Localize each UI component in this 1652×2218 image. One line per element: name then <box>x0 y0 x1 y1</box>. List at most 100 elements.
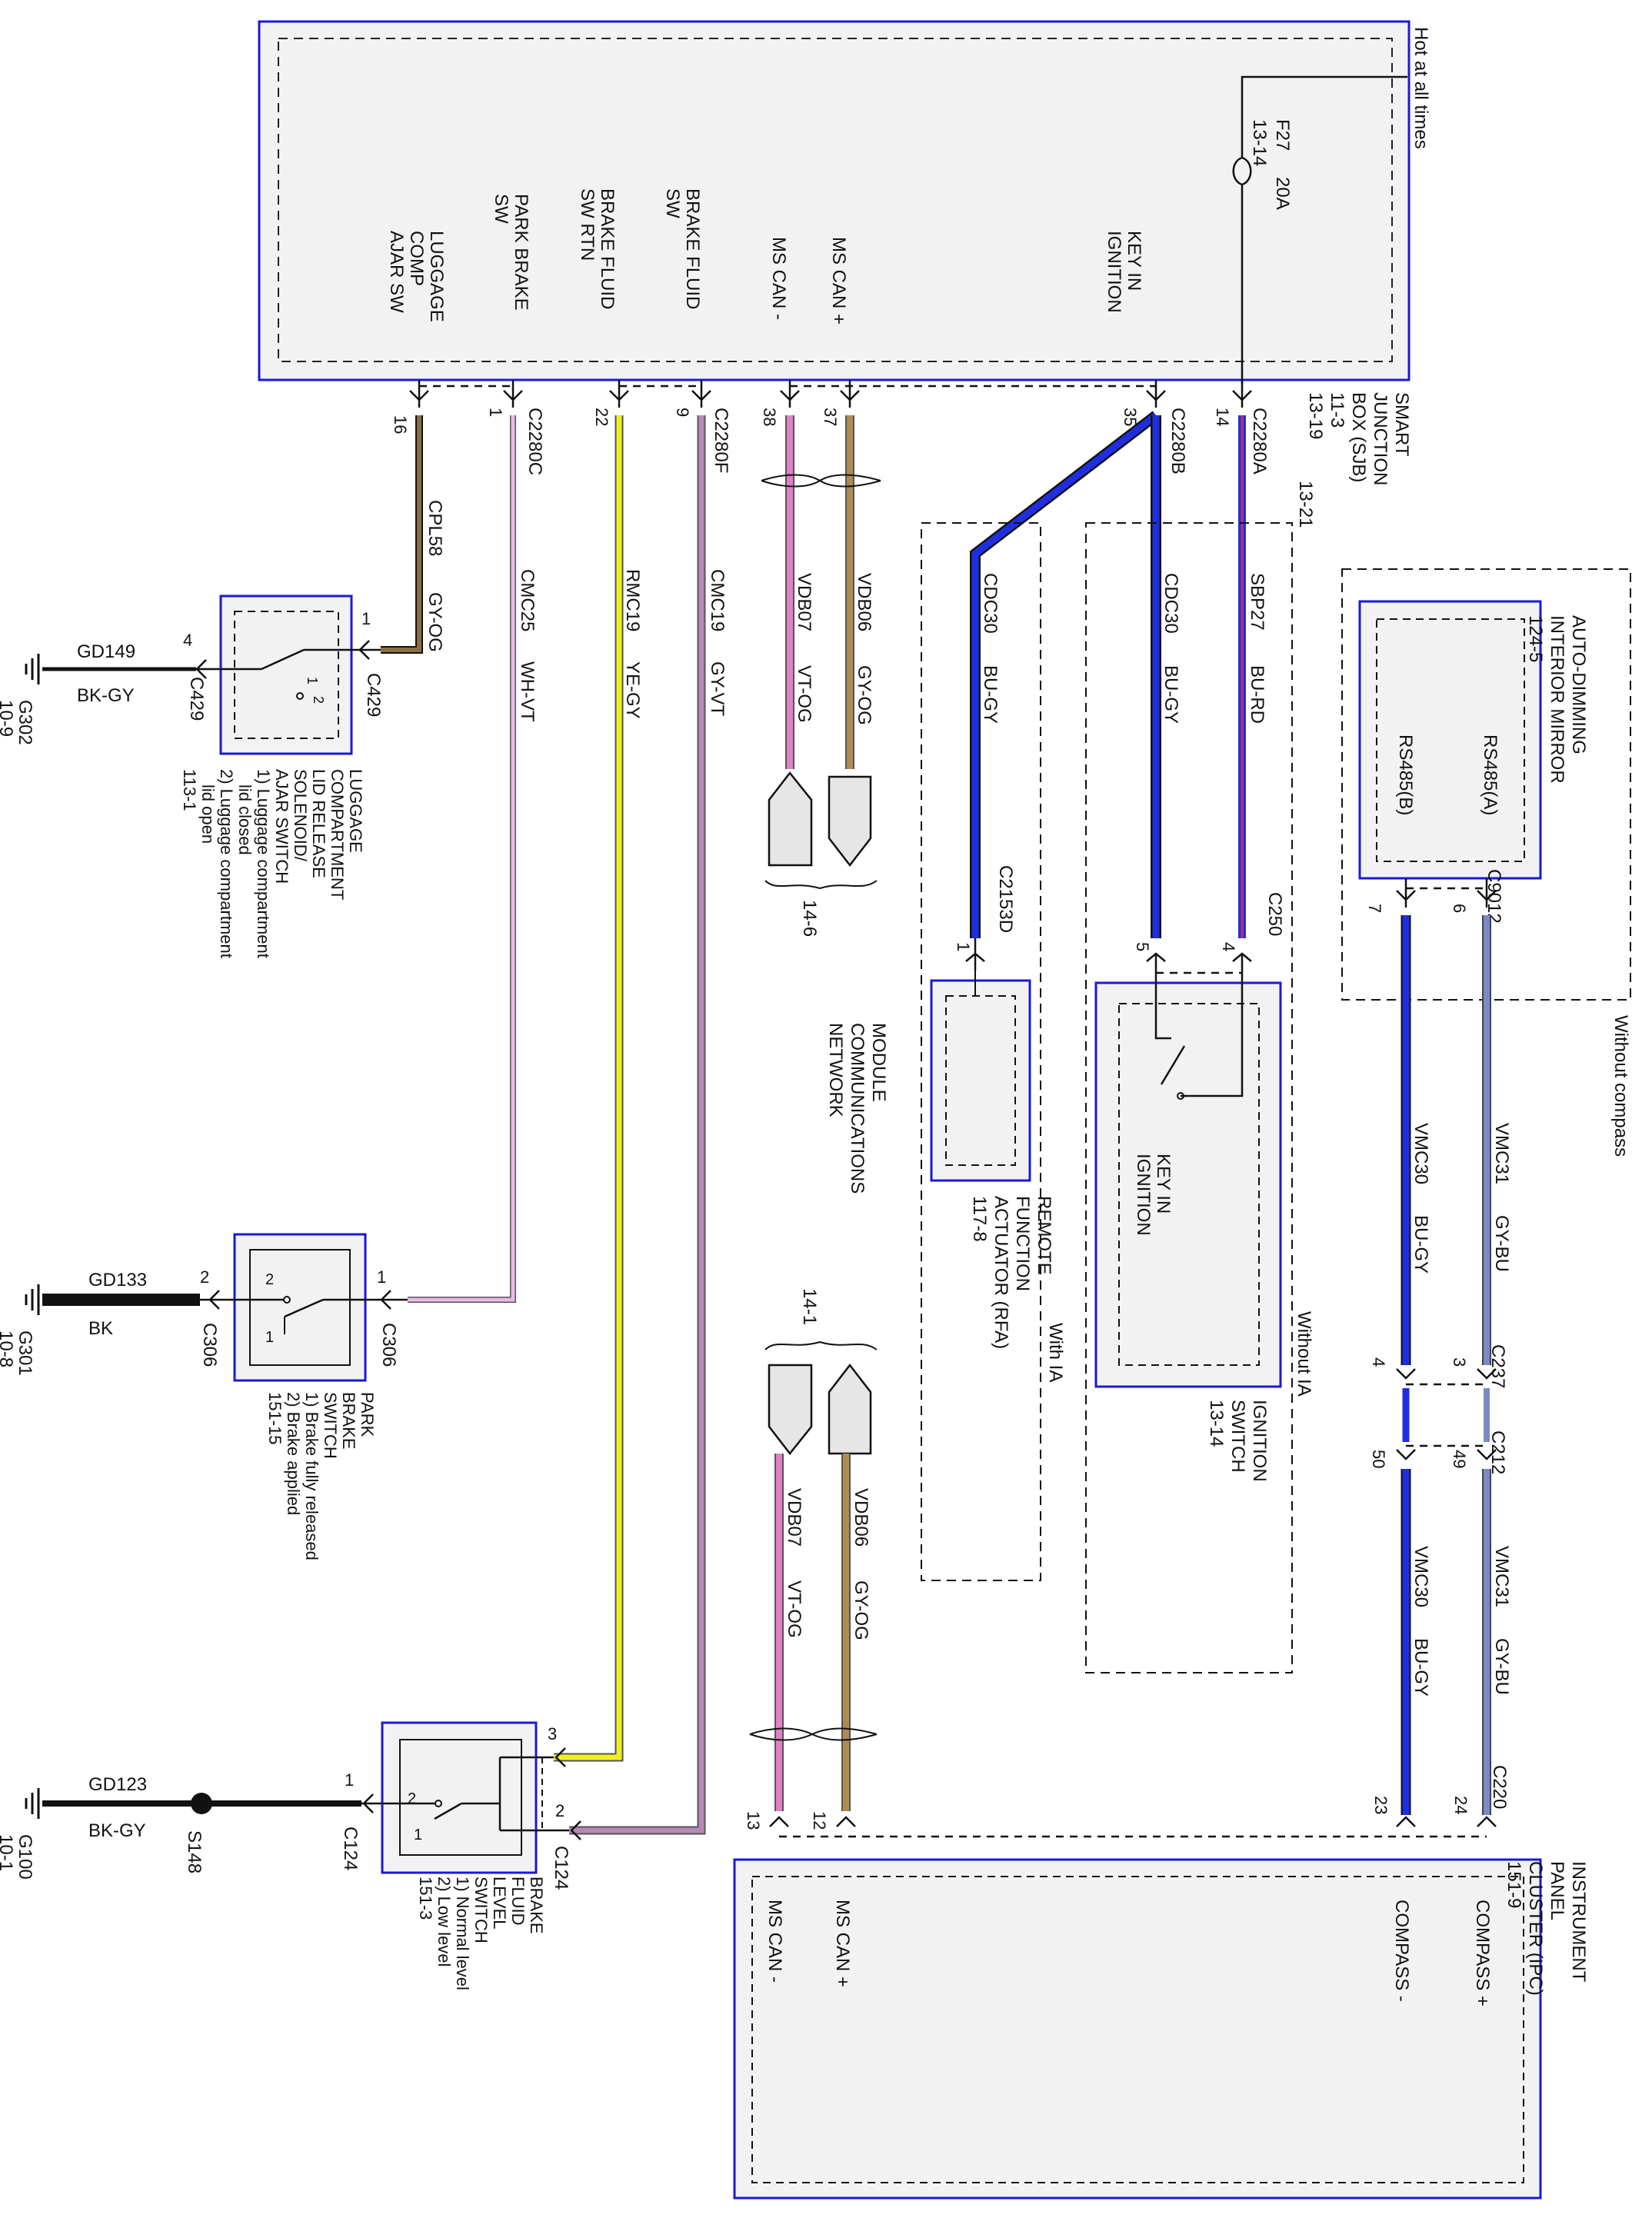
ground-g301-icon <box>25 1284 40 1315</box>
wire-cdc30-key-id: CDC30 <box>1161 573 1181 634</box>
wire-rmc19-id: RMC19 <box>622 569 643 631</box>
connector-c2280b: C2280B <box>1167 408 1188 475</box>
rfa-connector <box>965 938 985 971</box>
park-name-2: BRAKE <box>339 1392 358 1450</box>
connector-c2280f: C2280F <box>711 408 731 473</box>
connector-c2280c: C2280C <box>525 408 545 475</box>
twisted-pair-bottom <box>749 1727 878 1741</box>
brake-fluid-name-5: 1) Normal level <box>453 1877 472 1990</box>
mcn-label-3: NETWORK <box>825 1023 846 1117</box>
wire-vmc30-bottom-id: VMC30 <box>1411 1546 1431 1607</box>
brake-fluid-name-2: FLUID <box>508 1877 528 1926</box>
wire-vdb07-bottom-color: VT-OG <box>784 1580 804 1638</box>
sjb-pin-brake-rtn-2: SW RTN <box>577 188 598 261</box>
sjb-pin-ms-can-plus: MS CAN + <box>828 237 849 325</box>
luggage-connector-label-2: C429 <box>186 677 207 721</box>
wire-cmc19-id: CMC19 <box>707 569 728 631</box>
brake-fluid-name-4: SWITCH <box>471 1877 491 1943</box>
wire-cmc19-color: GY-VT <box>707 661 728 716</box>
offpage-ref-bottom: 14-1 <box>799 1288 820 1325</box>
wire-cmc25-id: CMC25 <box>517 569 538 631</box>
sjb-pin-park-2: SW <box>491 194 511 224</box>
inline-connector-c237-c212 <box>1396 1368 1497 1460</box>
luggage-name-5: AJAR SWITCH <box>272 769 291 884</box>
twisted-pair-top <box>761 474 881 488</box>
wire-cmc19 <box>569 415 706 1835</box>
luggage-pin-1: 1 <box>361 609 371 628</box>
sjb-pin-brake-sw-2: SW <box>662 188 683 218</box>
park-switch-box <box>200 1233 408 1382</box>
ground-g301-ref: 10-8 <box>0 1330 16 1367</box>
rfa-name-1: REMOTE <box>1034 1196 1054 1275</box>
mcn-label-1: MODULE <box>868 1023 889 1102</box>
fuse-id: F27 <box>1272 119 1293 151</box>
brake-fluid-ground-color: BK-GY <box>88 1820 146 1841</box>
offpage-brace-bottom <box>764 1340 878 1350</box>
without-ia-label: Without IA <box>1294 1311 1314 1397</box>
park-name-4: 1) Brake fully released <box>302 1392 321 1560</box>
luggage-switch-box <box>196 594 381 755</box>
luggage-pin-4: 4 <box>183 631 192 650</box>
wire-c237-c212-link <box>1402 1388 1490 1442</box>
ignition-connector <box>1146 952 1252 974</box>
wire-vmc31-top-color: GY-BU <box>1491 1215 1512 1272</box>
sjb-connector-arrows <box>409 380 1252 408</box>
rfa-name-4: 117-8 <box>969 1196 990 1242</box>
ignition-connector-label: C250 <box>1264 892 1285 936</box>
rfa-pin-num: 1 <box>954 942 973 951</box>
luggage-name-10: 113-1 <box>180 769 199 811</box>
luggage-name-2: COMPARTMENT <box>328 769 347 900</box>
luggage-name-7: lid closed <box>235 784 255 855</box>
park-pin-2: 2 <box>200 1267 209 1287</box>
with-ia-label: With IA <box>1045 1323 1066 1382</box>
ground-g100-ref: 10-1 <box>0 1834 16 1871</box>
sjb-pin-num-38: 38 <box>760 408 779 426</box>
sjb-pin-num-37: 37 <box>821 408 840 426</box>
rfa-name-2: FUNCTION <box>1012 1196 1033 1291</box>
mirror-name-2: INTERIOR MIRROR <box>1547 615 1567 784</box>
mirror-pin-6: 6 <box>1450 904 1469 913</box>
ipc-ms-can-plus: MS CAN + <box>832 1900 853 1987</box>
ipc-pin-24: 24 <box>1451 1796 1470 1814</box>
sjb-pin-num-1: 1 <box>486 408 505 417</box>
sjb-pin-num-22: 22 <box>592 408 611 426</box>
mirror-name-1: AUTO-DIMMING <box>1568 615 1589 754</box>
rfa-connector-label: C2153D <box>995 865 1016 933</box>
splice-s148-label: S148 <box>184 1830 205 1873</box>
wire-sbp27-color: BU-RD <box>1247 665 1267 724</box>
park-name-5: 2) Brake applied <box>284 1392 303 1515</box>
sjb-name-1: SMART <box>1391 392 1412 457</box>
wire-cpl58-color: GY-OG <box>425 592 445 652</box>
wire-cdc30-rfa-color: BU-GY <box>980 665 1001 724</box>
fuse-f27 <box>1232 75 1407 385</box>
luggage-name-6: 1) Luggage compartment <box>254 769 273 958</box>
ipc-compass-minus: COMPASS - <box>1391 1900 1412 2002</box>
brake-fluid-pos-2: 2 <box>408 1790 416 1807</box>
luggage-name-3: LID RELEASE <box>309 769 328 878</box>
wire-vmc30-bottom-color: BU-GY <box>1411 1638 1431 1697</box>
park-connector-out <box>208 1290 220 1310</box>
brake-fluid-name-6: 2) Low level <box>435 1877 454 1967</box>
ground-g302-icon <box>25 654 40 684</box>
luggage-ground-color: BK-GY <box>77 685 135 706</box>
offpage-brace-top <box>764 880 878 890</box>
luggage-connector-in <box>358 640 370 660</box>
ground-g302-id: G302 <box>15 700 35 745</box>
brake-fluid-switch-box <box>361 1721 569 1874</box>
ignition-name-1: IGNITION <box>1249 1400 1270 1482</box>
park-ground-wire-id: GD133 <box>88 1270 147 1291</box>
ignition-name-3: 13-14 <box>1206 1400 1227 1447</box>
ipc-name-4: 151-9 <box>1504 1861 1524 1908</box>
without-compass-label: Without compass <box>1610 1015 1631 1157</box>
offpage-connector-vdb07-bottom <box>768 1364 813 1456</box>
park-pos-2: 2 <box>265 1271 274 1288</box>
luggage-ground-wire-id: GD149 <box>77 641 135 662</box>
ignition-pin-5: 5 <box>1133 942 1152 951</box>
brake-fluid-pin-1: 1 <box>345 1770 354 1790</box>
sjb-name-4: 11-3 <box>1327 392 1347 428</box>
ipc-connector-arrows <box>769 1816 1497 1838</box>
wire-vdb06-top-color: GY-OG <box>854 665 874 725</box>
connector-c2280a: C2280A <box>1249 408 1270 475</box>
sjb-pin-num-14: 14 <box>1213 408 1232 426</box>
